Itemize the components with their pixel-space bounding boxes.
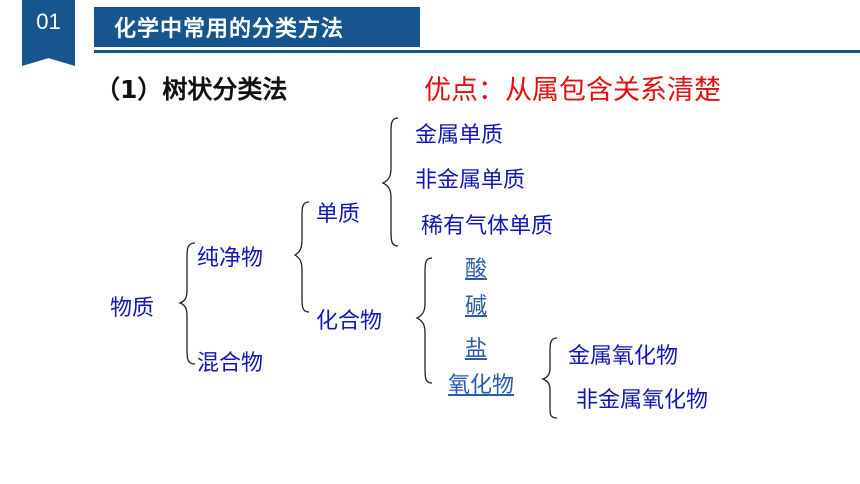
link-acid[interactable]: 酸 (465, 257, 488, 282)
link-base[interactable]: 碱 (465, 294, 488, 319)
brace-element (381, 117, 399, 247)
node-element: 单质 (316, 202, 361, 227)
node-metal-element: 金属单质 (415, 123, 504, 148)
node-nonmetal-element: 非金属单质 (415, 168, 526, 193)
advantage-note: 优点：从属包含关系清楚 (424, 75, 721, 106)
node-pure-substance: 纯净物 (197, 246, 264, 271)
node-metal-oxide: 金属氧化物 (568, 344, 679, 369)
section-number-badge: 01 (22, 0, 75, 66)
node-noble-gas-element: 稀有气体单质 (421, 214, 554, 239)
header-title-bar: 化学中常用的分类方法 (94, 7, 420, 47)
brace-pure (293, 201, 310, 313)
header-divider (94, 50, 860, 53)
node-nonmetal-oxide: 非金属氧化物 (576, 388, 709, 413)
header-title: 化学中常用的分类方法 (114, 17, 345, 42)
link-salt[interactable]: 盐 (465, 337, 488, 362)
link-oxide[interactable]: 氧化物 (448, 373, 515, 398)
section-number: 01 (36, 9, 61, 34)
brace-root (178, 242, 196, 365)
section-title: （1）树状分类法 (95, 75, 288, 104)
node-mixture: 混合物 (197, 351, 264, 376)
brace-oxide (541, 337, 558, 419)
brace-compound (415, 257, 433, 384)
node-compound: 化合物 (316, 309, 383, 334)
node-substance: 物质 (110, 296, 155, 321)
